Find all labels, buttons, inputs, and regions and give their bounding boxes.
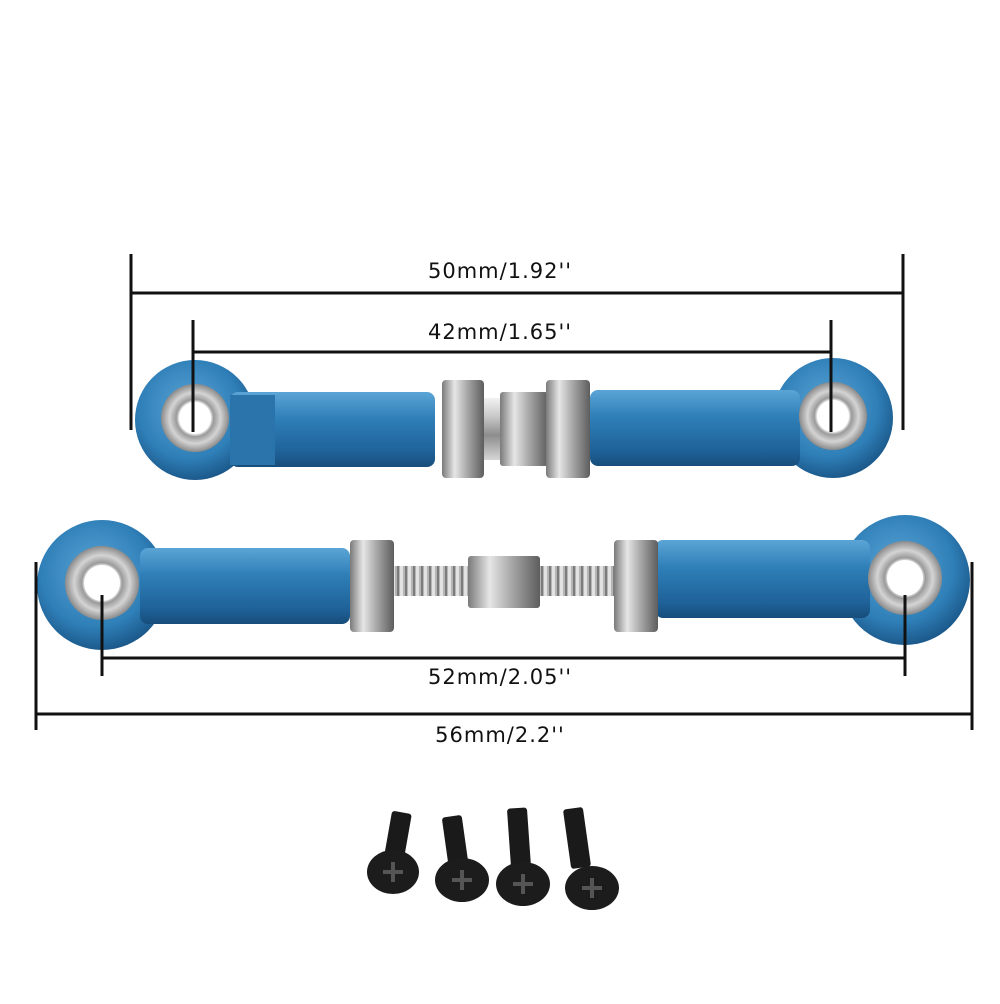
bottom-center-sleeve (468, 556, 540, 608)
screw-4 (563, 807, 619, 910)
top-outer-dimension-label: 50mm/1.92'' (427, 259, 573, 283)
bottom-left-nut (350, 540, 394, 632)
top-adjuster (442, 380, 590, 478)
top-right-rod-end (590, 358, 893, 478)
screws (367, 807, 619, 910)
bottom-turnbuckle-link (37, 515, 970, 650)
top-turnbuckle-link (135, 358, 893, 480)
top-right-nut (546, 380, 590, 478)
bottom-right-nut (614, 540, 658, 632)
screw-1 (367, 811, 419, 894)
bottom-outer-dimension-label: 56mm/2.2'' (435, 723, 565, 747)
bottom-left-rod-end (37, 520, 350, 650)
dimension-lines (34, 254, 974, 730)
top-inner-dimension-label: 42mm/1.65'' (427, 320, 573, 344)
bottom-right-rod-end (655, 515, 970, 645)
bottom-adjuster (350, 540, 658, 632)
screw-2 (435, 815, 489, 902)
screw-3 (496, 807, 550, 906)
bottom-left-thread (392, 566, 472, 596)
top-center-sleeve (500, 392, 548, 466)
bottom-right-thread (540, 566, 618, 596)
top-left-rod-end (135, 360, 435, 480)
top-left-nut (442, 380, 484, 478)
bottom-inner-dimension-label: 52mm/2.05'' (427, 665, 573, 689)
